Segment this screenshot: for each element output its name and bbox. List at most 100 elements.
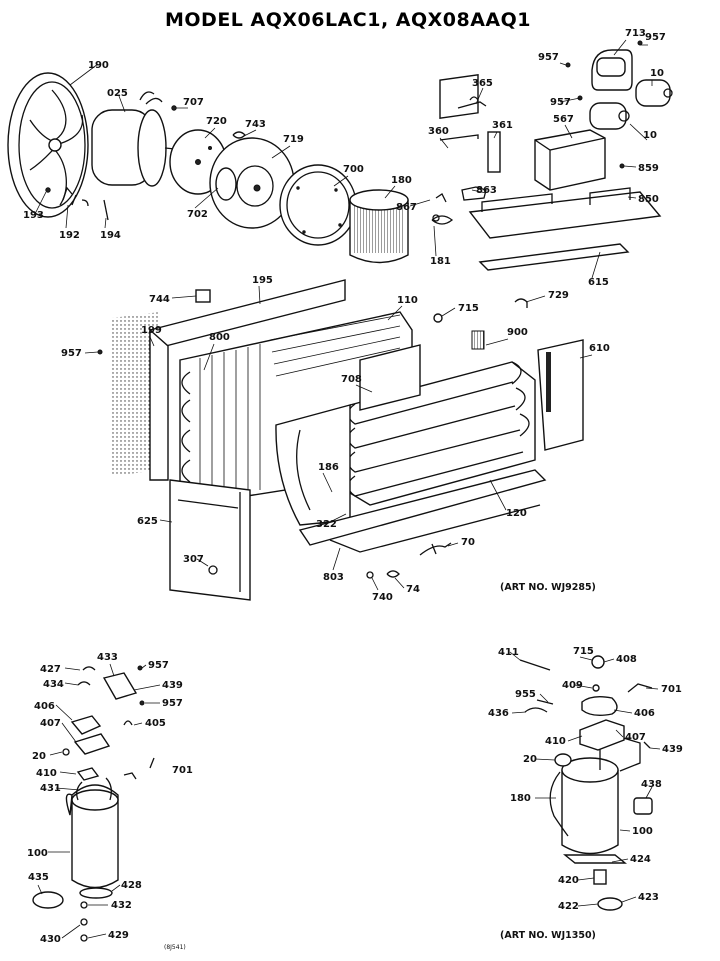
label-957-topright: 957 <box>645 32 666 43</box>
label-625: 625 <box>137 516 158 527</box>
scroll-plate <box>209 137 295 229</box>
label-410-left: 410 <box>36 768 57 779</box>
right-leader-lines <box>509 651 661 907</box>
label-186: 186 <box>318 462 339 473</box>
label-428: 428 <box>121 880 142 891</box>
label-702: 702 <box>187 209 208 220</box>
label-955: 955 <box>515 689 536 700</box>
right-part-labels: 411 715 408 409 701 955 436 406 410 407 … <box>488 646 683 941</box>
label-713: 713 <box>625 28 646 39</box>
fan-motor <box>91 91 186 187</box>
label-435: 435 <box>28 872 49 883</box>
main-leader-lines <box>34 39 653 591</box>
label-180-right: 180 <box>510 793 531 804</box>
label-100-right: 100 <box>632 826 653 837</box>
label-430: 430 <box>40 934 61 945</box>
page-title: MODEL AQX06LAC1, AQX08AAQ1 <box>165 9 531 31</box>
main-part-labels: 190 025 707 720 743 719 700 180 193 192 … <box>23 28 666 603</box>
label-436: 436 <box>488 708 509 719</box>
label-957-left: 957 <box>61 348 82 359</box>
label-429: 429 <box>108 930 129 941</box>
label-957a-left: 957 <box>148 660 169 671</box>
label-195: 195 <box>252 275 273 286</box>
capacitor-assembly <box>534 40 673 200</box>
control-switch-assembly <box>431 74 501 225</box>
label-10-mid: 10 <box>643 130 657 141</box>
label-439-right: 439 <box>662 744 683 755</box>
control-box-base <box>468 187 662 271</box>
art-number-left: (8J541) <box>164 944 186 951</box>
label-307: 307 <box>183 554 204 565</box>
label-720: 720 <box>206 116 227 127</box>
label-120: 120 <box>506 508 527 519</box>
fan-hardware <box>45 105 246 221</box>
label-406-right: 406 <box>634 708 655 719</box>
label-361: 361 <box>492 120 513 131</box>
label-408: 408 <box>616 654 637 665</box>
label-439-left: 439 <box>162 680 183 691</box>
label-438: 438 <box>641 779 662 790</box>
label-70: 70 <box>461 537 475 548</box>
label-20-left: 20 <box>32 751 46 762</box>
fan-blade <box>7 72 89 218</box>
label-700: 700 <box>343 164 364 175</box>
label-110: 110 <box>397 295 418 306</box>
label-190: 190 <box>88 60 109 71</box>
label-432: 432 <box>111 900 132 911</box>
art-number-main: (ART NO. WJ9285) <box>500 582 596 593</box>
compressor-assembly-left <box>32 665 155 942</box>
label-900: 900 <box>507 327 528 338</box>
label-433: 433 <box>97 652 118 663</box>
label-859: 859 <box>638 163 659 174</box>
label-025: 025 <box>107 88 128 99</box>
label-411: 411 <box>498 647 519 658</box>
label-708: 708 <box>341 374 362 385</box>
label-744: 744 <box>149 294 170 305</box>
label-199: 199 <box>141 325 162 336</box>
compressor-assembly-right <box>519 655 653 911</box>
art-number-right: (ART NO. WJ1350) <box>500 930 596 941</box>
label-615: 615 <box>588 277 609 288</box>
label-365: 365 <box>472 78 493 89</box>
label-729: 729 <box>548 290 569 301</box>
label-405: 405 <box>145 718 166 729</box>
label-431: 431 <box>40 783 61 794</box>
label-193: 193 <box>23 210 44 221</box>
label-701-right: 701 <box>661 684 682 695</box>
label-322: 322 <box>316 519 337 530</box>
blower-wheel <box>349 189 409 264</box>
label-10-top: 10 <box>650 68 664 79</box>
label-863: 863 <box>476 185 497 196</box>
label-192: 192 <box>59 230 80 241</box>
label-427: 427 <box>40 664 61 675</box>
label-424: 424 <box>630 854 651 865</box>
label-957-top: 957 <box>538 52 559 63</box>
label-406-left: 406 <box>34 701 55 712</box>
label-420: 420 <box>558 875 579 886</box>
label-423: 423 <box>638 892 659 903</box>
label-867: 867 <box>396 202 417 213</box>
label-194: 194 <box>100 230 121 241</box>
label-407-right: 407 <box>625 732 646 743</box>
label-422: 422 <box>558 901 579 912</box>
label-850: 850 <box>638 194 659 205</box>
label-800: 800 <box>209 332 230 343</box>
gasket-ring <box>279 164 357 246</box>
label-567: 567 <box>553 114 574 125</box>
main-chassis <box>97 279 584 601</box>
label-707: 707 <box>183 97 204 108</box>
label-20-right: 20 <box>523 754 537 765</box>
label-957-mid: 957 <box>550 97 571 108</box>
label-181: 181 <box>430 256 451 267</box>
label-100-left: 100 <box>27 848 48 859</box>
label-803: 803 <box>323 572 344 583</box>
label-740: 740 <box>372 592 393 603</box>
label-957b-left: 957 <box>162 698 183 709</box>
label-715: 715 <box>458 303 479 314</box>
label-719: 719 <box>283 134 304 145</box>
label-743: 743 <box>245 119 266 130</box>
label-74: 74 <box>406 584 420 595</box>
label-409: 409 <box>562 680 583 691</box>
left-leader-lines <box>37 663 161 939</box>
label-610: 610 <box>589 343 610 354</box>
